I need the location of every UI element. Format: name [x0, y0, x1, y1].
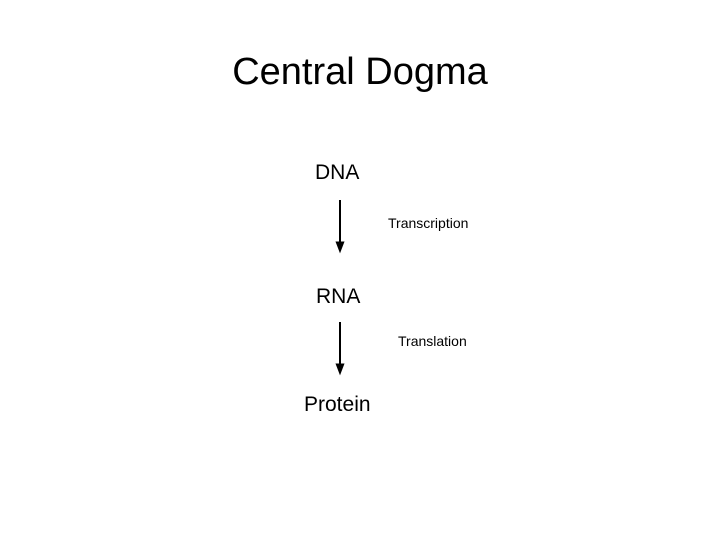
page-title: Central Dogma	[232, 51, 488, 93]
down-arrow-icon-translation	[335, 322, 345, 376]
down-arrow-icon-transcription	[335, 200, 345, 254]
diagram-node-dna: DNA	[315, 161, 360, 184]
diagram-node-rna: RNA	[316, 285, 361, 308]
diagram-node-protein: Protein	[304, 393, 371, 416]
diagram-edge-label-transcription: Transcription	[388, 215, 469, 231]
diagram-edge-label-translation: Translation	[398, 333, 467, 349]
